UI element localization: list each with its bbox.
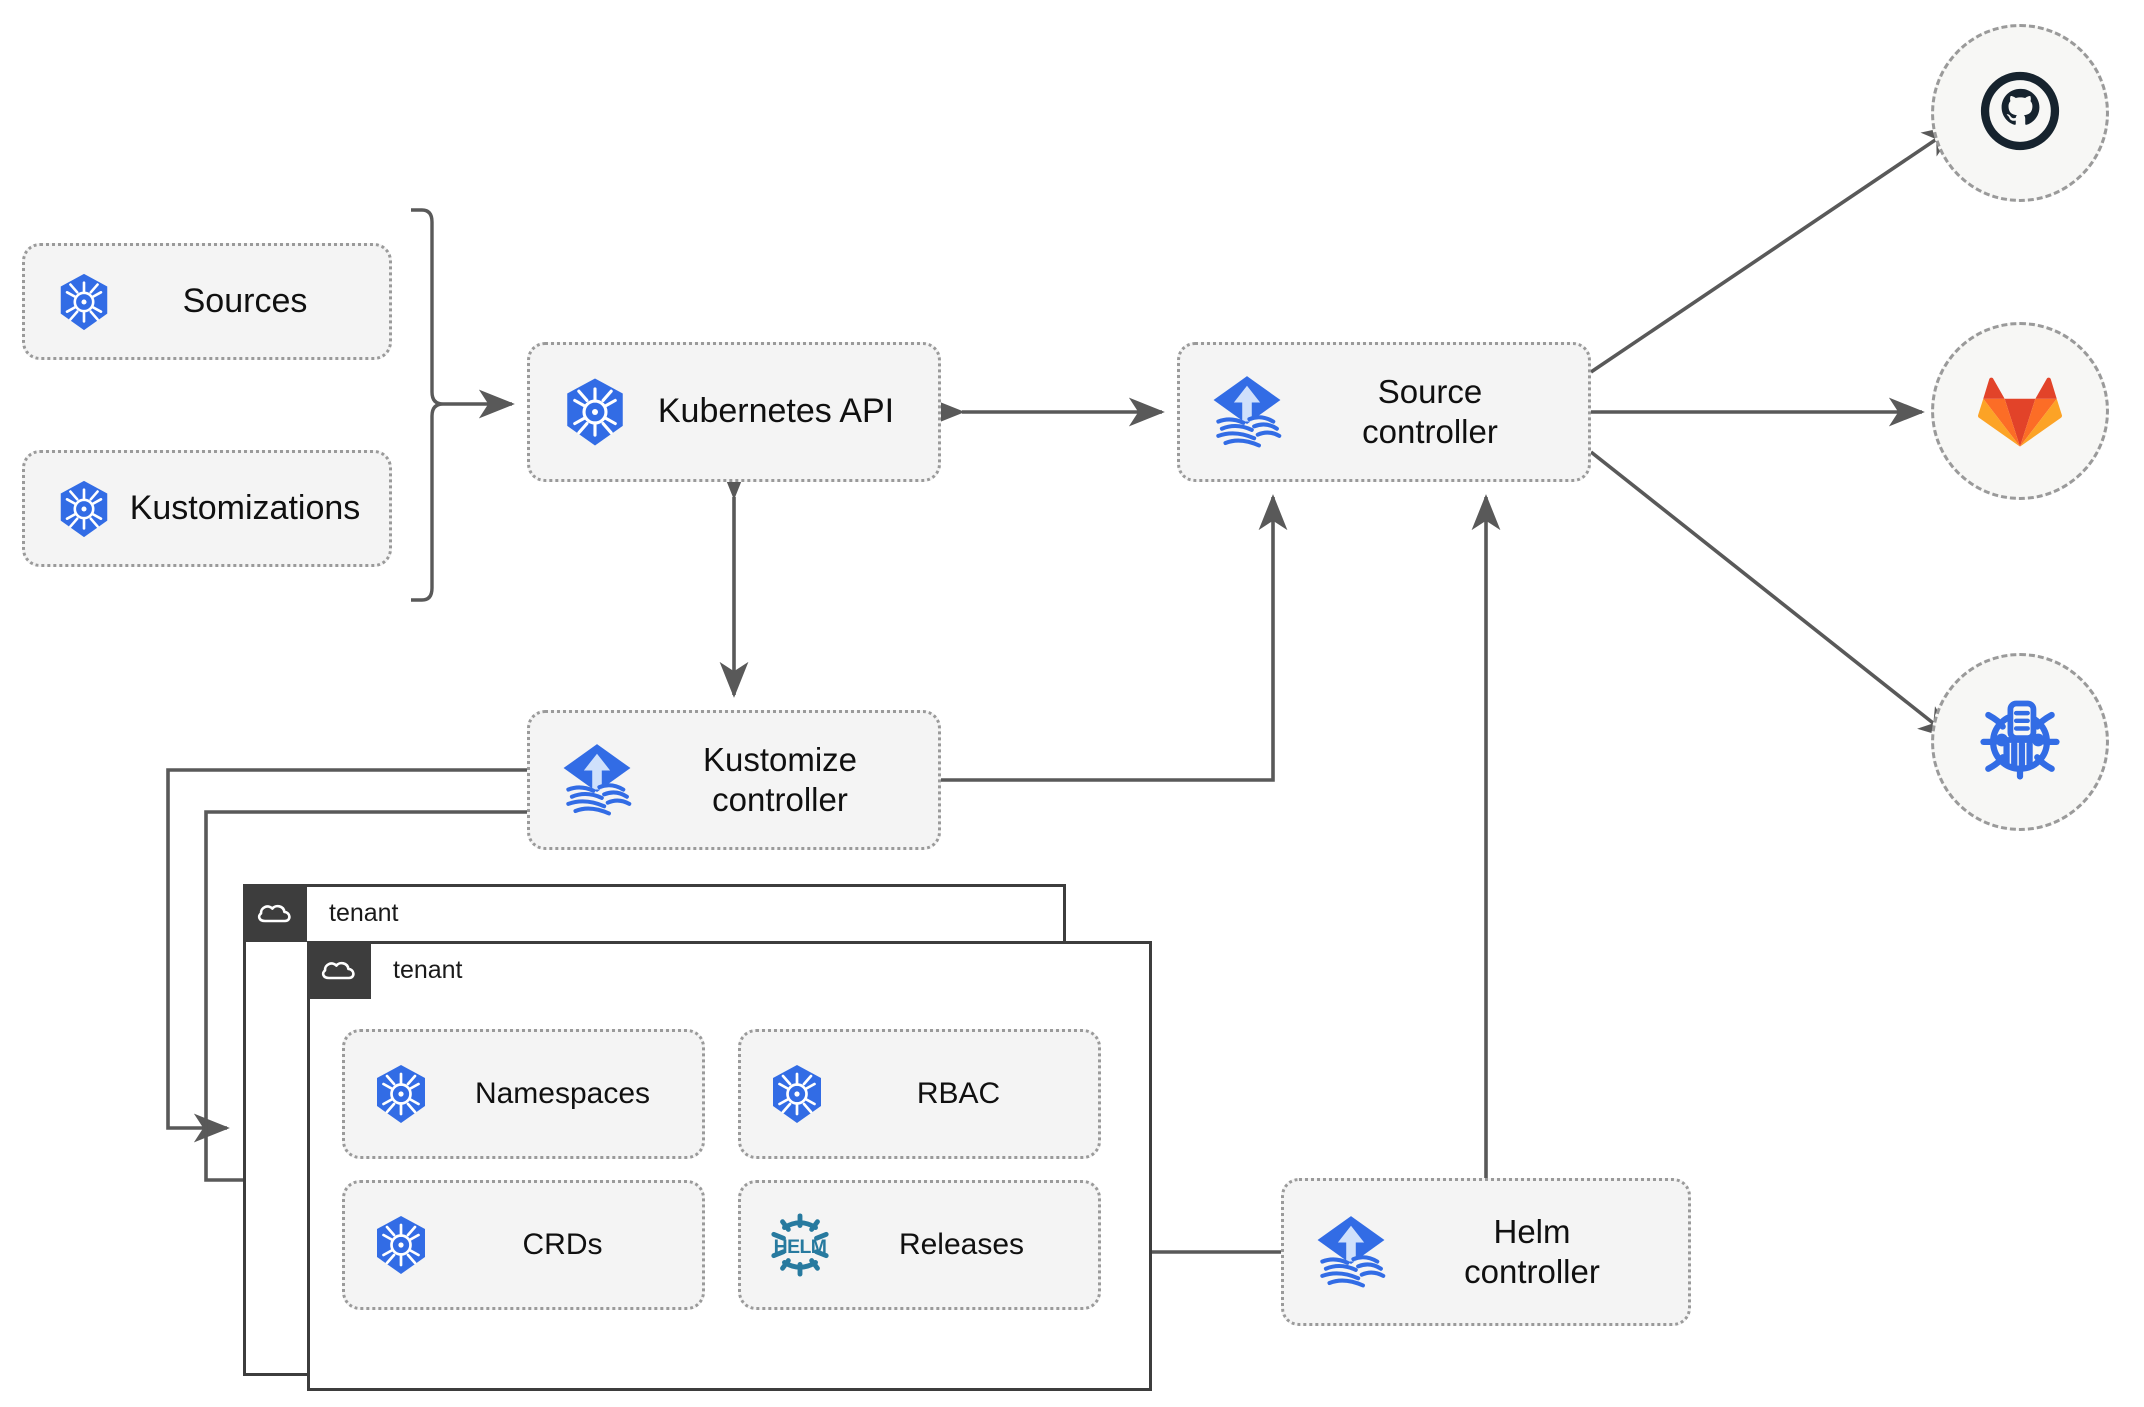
kubernetes-icon xyxy=(369,1213,433,1277)
node-label: CRDs xyxy=(522,1227,603,1261)
tenant-container-inner: tenant xyxy=(307,941,1152,1391)
node-kubernetes-api[interactable]: Kubernetes API xyxy=(527,342,941,482)
kubernetes-icon xyxy=(558,375,632,449)
kubernetes-icon xyxy=(53,271,115,333)
github-icon xyxy=(1974,65,2066,162)
node-label: Kustomizations xyxy=(129,488,361,527)
svg-text:HELM: HELM xyxy=(774,1236,827,1258)
kubernetes-icon xyxy=(369,1062,433,1126)
node-label: RBAC xyxy=(916,1076,1001,1110)
tenant-label: tenant xyxy=(329,898,399,927)
node-label: Source controller xyxy=(1362,372,1498,450)
node-rbac[interactable]: RBAC xyxy=(738,1029,1101,1159)
node-label: Kubernetes API xyxy=(657,392,895,431)
node-namespaces[interactable]: Namespaces xyxy=(342,1029,705,1159)
node-label: Releases xyxy=(898,1227,1025,1261)
tenant-label: tenant xyxy=(393,955,463,984)
flux-icon xyxy=(1308,1209,1394,1295)
node-kustomizations[interactable]: Kustomizations xyxy=(22,450,392,567)
tenant-header: tenant xyxy=(307,941,463,999)
tenant-header: tenant xyxy=(243,884,399,942)
node-source-controller[interactable]: Source controller xyxy=(1177,342,1591,482)
external-source-helm-repository[interactable] xyxy=(1931,653,2109,831)
node-label: Sources xyxy=(182,281,308,320)
cloud-icon xyxy=(307,941,371,999)
kubernetes-icon xyxy=(765,1062,829,1126)
node-helm-controller[interactable]: Helm controller xyxy=(1281,1178,1691,1326)
node-label: Namespaces xyxy=(474,1076,651,1110)
external-source-gitlab[interactable] xyxy=(1931,322,2109,500)
cloud-icon xyxy=(243,884,307,942)
gitlab-icon xyxy=(1977,368,2063,455)
kubernetes-icon xyxy=(53,478,115,540)
flux-icon xyxy=(1204,369,1290,455)
node-crds[interactable]: CRDs xyxy=(342,1180,705,1310)
node-kustomize-controller[interactable]: Kustomize controller xyxy=(527,710,941,850)
node-label: Helm controller xyxy=(1464,1212,1600,1290)
flux-icon xyxy=(554,737,640,823)
node-label: Kustomize controller xyxy=(702,740,858,818)
node-releases[interactable]: HELM Releases xyxy=(738,1180,1101,1310)
helm-icon: HELM xyxy=(765,1212,835,1278)
external-source-github[interactable] xyxy=(1931,24,2109,202)
helm-repository-icon xyxy=(1972,692,2068,793)
node-sources[interactable]: Sources xyxy=(22,243,392,360)
